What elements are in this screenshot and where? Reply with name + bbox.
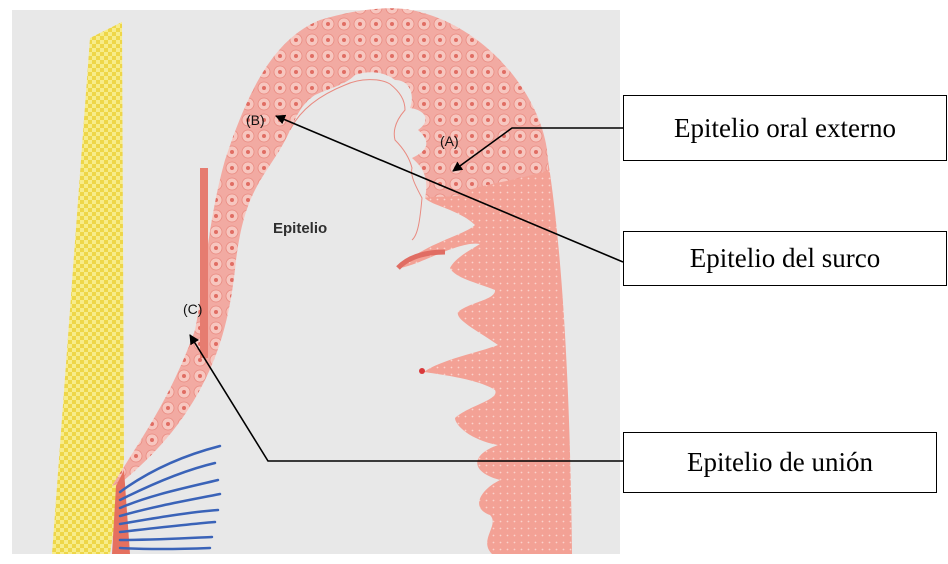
label-c: (C)	[183, 301, 202, 317]
junctional-edge	[200, 168, 208, 358]
red-dot	[419, 368, 425, 374]
callout-epitelio-oral-externo: Epitelio oral externo	[623, 95, 947, 161]
label-a: (A)	[440, 133, 459, 149]
callout-epitelio-del-surco: Epitelio del surco	[623, 231, 947, 286]
center-label: Epitelio	[273, 220, 327, 237]
label-b: (B)	[246, 112, 265, 128]
callout-epitelio-de-union: Epitelio de unión	[623, 432, 937, 493]
